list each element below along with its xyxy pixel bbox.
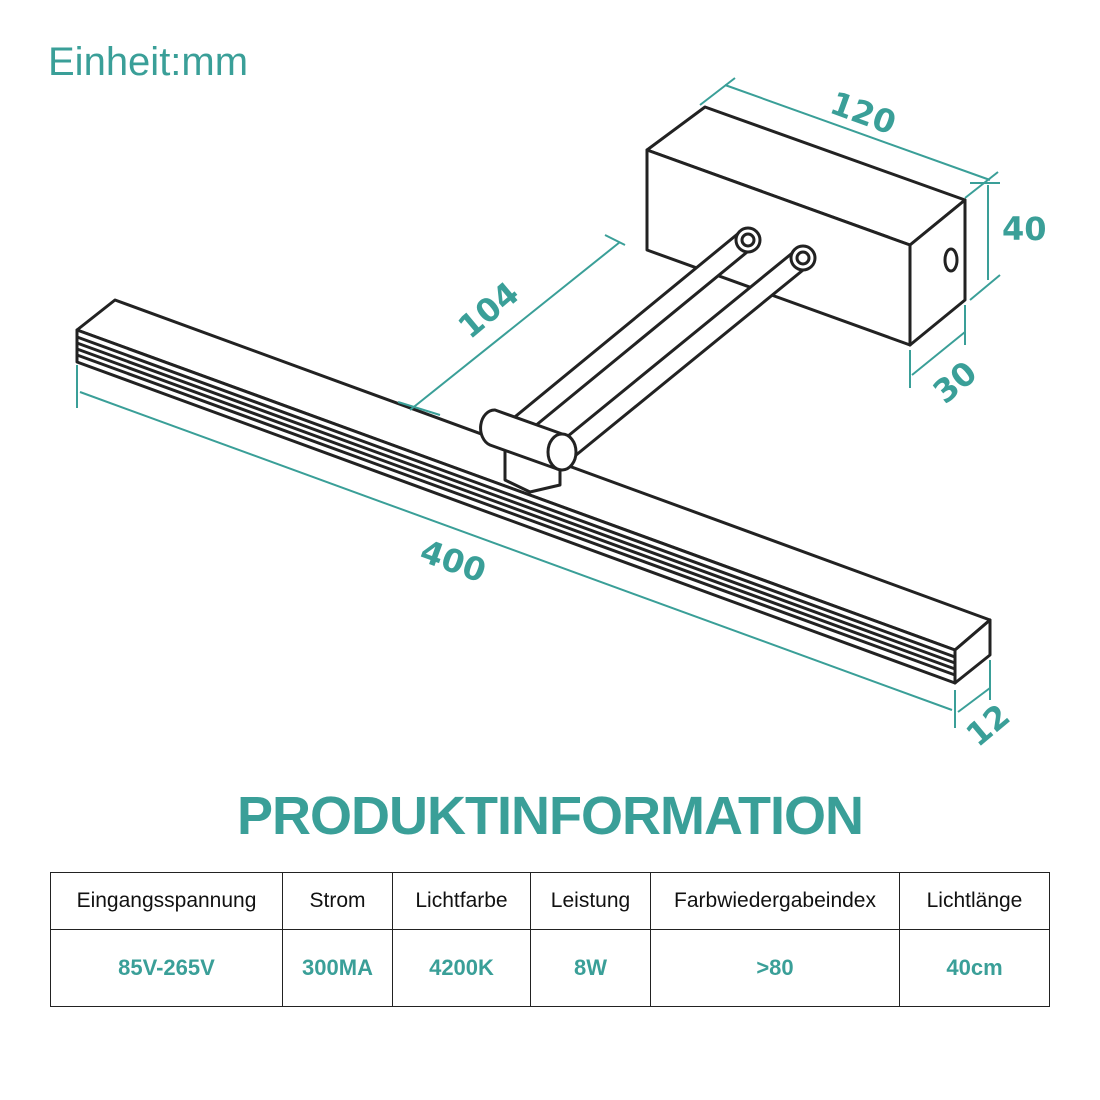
lamp-drawing	[75, 105, 992, 685]
value-cell: 40cm	[899, 929, 1050, 1007]
dim-box-depth: 30	[926, 353, 985, 411]
dim-arm-length: 104	[451, 274, 527, 346]
dimension-lines	[76, 77, 1001, 728]
value-cell: 300MA	[282, 929, 393, 1007]
dim-box-height: 40	[1002, 210, 1047, 248]
value-cell: 85V-265V	[50, 929, 283, 1007]
value-cell: 8W	[530, 929, 651, 1007]
lamp-dimension-diagram: 120 40 30 104 400 12	[75, 77, 1047, 754]
product-info-table: Eingangsspannung Strom Lichtfarbe Leistu…	[50, 872, 1050, 1007]
table-value-row: 85V-265V 300MA 4200K 8W >80 40cm	[50, 929, 1050, 1007]
bar-front	[75, 328, 957, 685]
bar-end	[953, 618, 992, 685]
box-side	[908, 198, 967, 347]
header-cell: Strom	[282, 872, 393, 930]
table-header-row: Eingangsspannung Strom Lichtfarbe Leistu…	[50, 872, 1050, 930]
header-cell: Eingangsspannung	[50, 872, 283, 930]
header-cell: Leistung	[530, 872, 651, 930]
header-cell: Farbwiedergabeindex	[650, 872, 900, 930]
value-cell: 4200K	[392, 929, 531, 1007]
box-switch	[943, 247, 959, 273]
header-cell: Lichtfarbe	[392, 872, 531, 930]
dim-bar-length: 400	[415, 532, 491, 591]
header-cell: Lichtlänge	[899, 872, 1050, 930]
section-title: PRODUKTINFORMATION	[237, 786, 864, 846]
unit-label: Einheit:mm	[48, 40, 249, 84]
value-cell: >80	[650, 929, 900, 1007]
